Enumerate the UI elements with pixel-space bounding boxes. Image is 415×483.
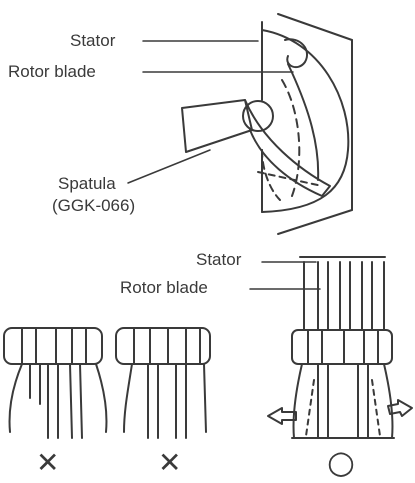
rotor-blade-edge: [287, 63, 320, 181]
correct-assembly: [267, 256, 413, 439]
ring-band: [291, 329, 393, 365]
leader-spatula: [127, 149, 211, 184]
spatula-tip-dashed: [257, 171, 323, 187]
spatula-blade: [244, 99, 331, 197]
rotor-hub: [242, 100, 274, 132]
rotor-outer-arc: [261, 29, 350, 213]
mark-incorrect-left: ✕: [36, 446, 60, 479]
rotor-blade-dashed: [281, 79, 301, 197]
housing-edge-bottom: [277, 209, 353, 235]
label-spatula: Spatula: [58, 174, 116, 193]
arrow-right: [387, 399, 413, 417]
housing-edge-top: [277, 13, 353, 41]
stator-rotor-assembly: [181, 13, 353, 235]
arrow-left: [267, 407, 297, 425]
incorrect-assembly-2: [115, 327, 211, 439]
label-spatula-code: (GGK-066): [52, 196, 136, 215]
label-stator-bottom: Stator: [196, 250, 242, 269]
label-rotor-blade-top: Rotor blade: [8, 62, 96, 81]
label-rotor-blade-bottom: Rotor blade: [120, 278, 208, 297]
spatula-body: [181, 99, 253, 153]
label-stator-top: Stator: [70, 31, 116, 50]
incorrect-assembly-1: [3, 327, 108, 439]
mark-correct: ○: [327, 443, 355, 481]
rotor-blade-dashed-2: [261, 149, 281, 201]
mark-incorrect-middle: ✕: [158, 446, 182, 479]
